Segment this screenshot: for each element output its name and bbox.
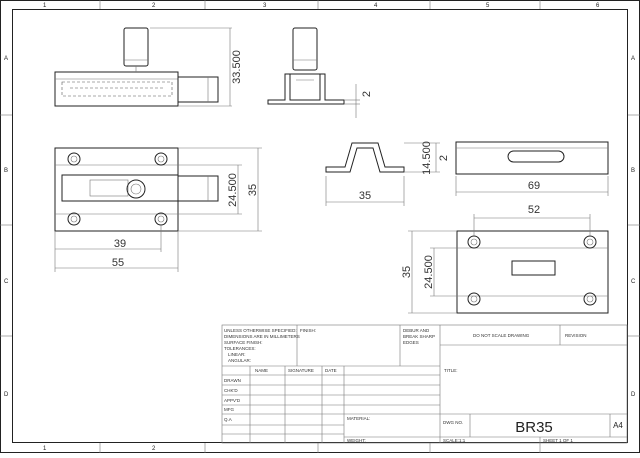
grid-col-1-top: 1: [43, 3, 47, 9]
tb-finish-label: FINISH:: [300, 328, 316, 333]
dim-front-heights: [178, 147, 262, 232]
dim-plate-length: [455, 176, 609, 196]
tb-note-3: SURFACE FINISH:: [224, 340, 263, 345]
dim-keeper-spacing-label: 52: [528, 204, 540, 216]
keeper-plate: [456, 230, 609, 314]
dim-plate-length-label: 69: [528, 180, 540, 192]
grid-row-d-left: D: [4, 392, 9, 398]
tb-row-approved: APPV'D: [224, 398, 241, 403]
grid-row-b-right: B: [631, 168, 635, 174]
dim-channel-thickness-label: 2: [438, 155, 450, 161]
dim-front-long-length-label: 55: [112, 257, 124, 269]
tb-scale: SCALE:1:1: [443, 438, 466, 443]
tb-do-not-scale: DO NOT SCALE DRAWING: [473, 333, 530, 338]
top-view-latch: [54, 27, 219, 107]
grid-row-a-left: A: [4, 56, 8, 62]
grid-row-d-right: D: [631, 392, 636, 398]
grid-col-2-top: 2: [152, 3, 156, 9]
tb-dwg-no: BR35: [515, 419, 553, 436]
grid-row-c-right: C: [631, 279, 636, 285]
tb-note-4: TOLERANCES:: [224, 346, 256, 351]
dim-side-thickness-label: 2: [361, 91, 373, 97]
tb-note-6: ANGULAR:: [228, 358, 251, 363]
tb-weight-label: WEIGHT:: [347, 438, 366, 443]
dim-front-inner-height-label: 24.500: [227, 173, 239, 207]
sheet-inner-border: [12, 9, 628, 443]
tb-col-name: NAME: [255, 368, 268, 373]
slotted-plate: [455, 141, 609, 175]
tb-dwg-no-label: DWG NO.: [443, 420, 463, 425]
tb-note-5: LINEAR:: [228, 352, 246, 357]
tb-sheet: SHEET 1 OF 1: [543, 438, 573, 443]
tb-deburr-3: EDGES: [403, 340, 419, 345]
dim-keeper-outer-height-label: 35: [401, 266, 413, 278]
grid-col-3-top: 3: [263, 3, 267, 9]
tb-col-date: DATE: [325, 368, 337, 373]
dim-keeper-inner-height-label: 24.500: [423, 255, 435, 289]
dim-channel-height-label: 14.500: [421, 141, 433, 175]
grid-col-2-bottom: 2: [152, 446, 156, 452]
tb-material-label: MATERIAL:: [347, 416, 370, 421]
front-view-latch: [54, 147, 219, 232]
dim-side-thickness: [344, 84, 360, 118]
dim-front-short-length-label: 39: [114, 238, 126, 250]
tb-revision-label: REVISION: [565, 333, 587, 338]
dim-front-lengths: [54, 225, 179, 272]
dim-top-height-label: 33.500: [231, 50, 243, 84]
dim-channel-width-label: 35: [359, 190, 371, 202]
grid-row-c-left: C: [4, 279, 9, 285]
tb-note-1: UNLESS OTHERWISE SPECIFIED:: [224, 328, 297, 333]
grid-col-5-top: 5: [486, 3, 490, 9]
tb-row-checked: CHK'D: [224, 388, 238, 393]
grid-row-b-left: B: [4, 168, 8, 174]
tb-row-qa: Q.A: [224, 417, 232, 422]
tb-note-2: DIMENSIONS ARE IN MILLIMETERS: [224, 334, 300, 339]
tb-deburr-1: DEBUR AND: [403, 328, 430, 333]
grid-col-6-top: 6: [596, 3, 600, 9]
channel-profile: [325, 142, 405, 173]
dim-channel: [325, 142, 440, 206]
tb-row-drawn: DRAWN: [224, 378, 241, 383]
dim-keeper: [408, 214, 591, 314]
tb-title-label: TITLE:: [444, 368, 458, 373]
dim-front-outer-height-label: 35: [247, 184, 259, 196]
dim-top-height: [150, 27, 232, 107]
side-view-latch: [267, 27, 345, 105]
grid-row-a-right: A: [631, 56, 635, 62]
grid-col-4-top: 4: [374, 3, 378, 9]
tb-col-signature: SIGNATURE: [288, 368, 314, 373]
tb-size: A4: [613, 421, 623, 430]
title-block-lines: [221, 324, 628, 444]
tb-deburr-2: BREAK SHARP: [403, 334, 435, 339]
tb-row-mfg: MFG: [224, 407, 234, 412]
grid-col-1-bottom: 1: [43, 446, 47, 452]
